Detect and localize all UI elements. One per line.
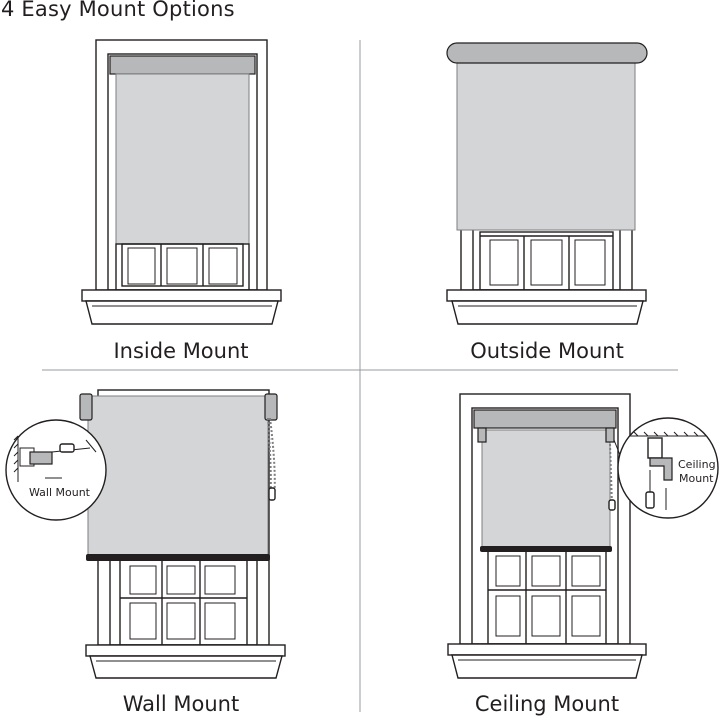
right-bracket (264, 393, 278, 421)
window-sill (446, 289, 647, 302)
shade-fabric (456, 59, 636, 231)
ceiling-mount-illustration (447, 393, 719, 679)
left-bracket (477, 427, 487, 443)
headrail (109, 55, 256, 75)
window-sill (85, 644, 286, 657)
ceiling-mount-callout-line1: Ceiling (678, 458, 716, 471)
ceiling-mount-label: Ceiling Mount (474, 692, 620, 716)
headrail (473, 409, 617, 429)
wall-mount-callout-circle (5, 419, 107, 521)
ceiling-mount-callout-line2: Mount (679, 472, 714, 485)
wall-mount-label: Wall Mount (122, 692, 240, 716)
window-sill (447, 643, 647, 656)
shade-fabric (115, 73, 250, 245)
valance (446, 42, 648, 64)
shade-fabric (481, 429, 611, 549)
wall-mount-illustration (5, 389, 286, 679)
shade-fabric (87, 395, 269, 557)
outside-mount-illustration (446, 42, 648, 325)
left-bracket (79, 393, 93, 421)
right-bracket (605, 427, 615, 443)
bottom-bar (480, 546, 612, 552)
inside-mount-illustration (81, 39, 282, 325)
bottom-bar (86, 554, 270, 561)
page-title: 4 Easy Mount Options (1, 0, 235, 21)
outside-mount-label: Outside Mount (470, 339, 624, 363)
inside-mount-label: Inside Mount (113, 339, 249, 363)
window-sill (81, 289, 282, 302)
wall-mount-callout-text: Wall Mount (29, 486, 90, 499)
